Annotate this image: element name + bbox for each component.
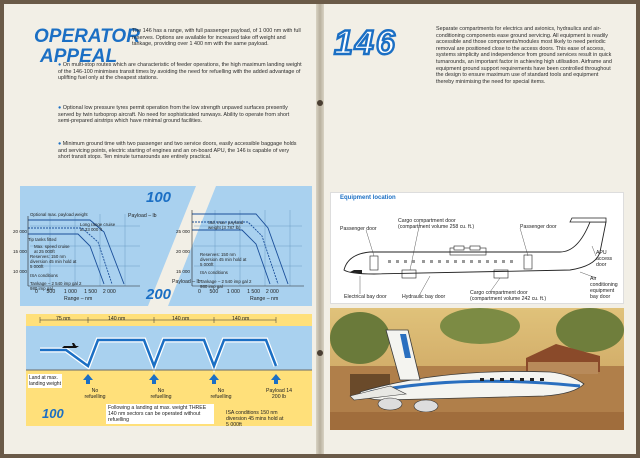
no-refuel-label-3: No refuelling bbox=[210, 388, 232, 400]
tick-label: 25 000 bbox=[175, 229, 190, 234]
tick-label: 2 000 bbox=[102, 289, 116, 295]
refuel-arrow-icons bbox=[83, 374, 281, 384]
bullet-icon: ● bbox=[58, 105, 63, 111]
bullet-icon: ● bbox=[58, 141, 63, 147]
leg-distance-3: 140 nm bbox=[172, 316, 190, 322]
tick-label: 20 000 bbox=[175, 249, 190, 254]
title-appeal: APPEAL bbox=[40, 46, 118, 67]
label-cargo-door-forward: Cargo compartment door (compartment volu… bbox=[398, 218, 475, 230]
route-model-100: 100 bbox=[42, 406, 64, 421]
payload-ticks-left: 20 000 15 000 10 000 bbox=[10, 222, 27, 282]
range-axis-label-left: Range – nm bbox=[64, 296, 93, 302]
payload-end-label: Payload 14 200 lb bbox=[266, 388, 292, 400]
label-apu-door: APU access door bbox=[596, 250, 613, 268]
staple-hole bbox=[317, 100, 323, 106]
payload-ticks-right: 25 000 20 000 15 000 bbox=[173, 222, 190, 282]
leg-distance-4: 140 nm bbox=[232, 316, 250, 322]
isa-label-right: ISA conditions bbox=[200, 270, 228, 275]
tick-label: 20 000 bbox=[12, 229, 27, 234]
tick-label: 1 000 bbox=[63, 289, 77, 295]
std-max-payload-label: Std. max. payload weight (3 787 lb) bbox=[208, 220, 244, 230]
tick-label: 15 000 bbox=[175, 269, 190, 274]
aircraft-illustration bbox=[330, 308, 624, 430]
tick-label: 0 bbox=[198, 289, 201, 295]
tick-label: 10 000 bbox=[12, 269, 27, 274]
tick-label: 1 000 bbox=[226, 289, 240, 295]
no-refuel-label-1: No refuelling bbox=[84, 388, 106, 400]
bullet-paragraph-2: ● Optional low pressure tyres permit ope… bbox=[58, 105, 302, 125]
bullet-text: On multi-stop routes which are character… bbox=[58, 62, 302, 82]
leg-distance-1: 75 nm bbox=[56, 316, 71, 322]
land-max-weight-note: Land at max. landing weight bbox=[28, 374, 62, 388]
bullet-text: Optional low pressure tyres permit opera… bbox=[58, 105, 290, 125]
payload-range-charts bbox=[20, 186, 312, 306]
title-operator: OPERATOR bbox=[34, 26, 140, 47]
label-passenger-door-left: Passenger door bbox=[340, 226, 377, 232]
bullet-paragraph-1: ● On multi-stop routes which are charact… bbox=[58, 62, 302, 82]
bullet-icon: ● bbox=[58, 62, 63, 68]
tick-label: 1 500 bbox=[84, 289, 98, 295]
label-aircon-bay-door: Air conditioning equipment bay door bbox=[590, 276, 618, 300]
airplane-icon bbox=[62, 343, 79, 348]
payload-axis-label-left: Payload – lb bbox=[128, 213, 157, 219]
flight-profile bbox=[26, 317, 312, 384]
bae-146-logo: 146 146 bbox=[328, 23, 438, 63]
bullet-text: Minimum ground time with two passenger a… bbox=[58, 141, 297, 161]
optional-max-label: Optional max. payload weight bbox=[30, 212, 88, 217]
tankage-label-left: Tankage – 2 540 imp gal 2 980 imp gal bbox=[30, 281, 82, 291]
tick-label: 15 000 bbox=[12, 249, 27, 254]
label-hydraulic-bay-door: Hydraulic bay door bbox=[402, 294, 446, 300]
range-ticks-left: 0 500 1 000 1 500 2 000 bbox=[35, 289, 116, 295]
staple-hole bbox=[317, 350, 323, 356]
servicing-paragraph: Separate compartments for electrics and … bbox=[436, 26, 612, 85]
leg-distance-2: 140 nm bbox=[108, 316, 126, 322]
tick-label: 500 bbox=[209, 289, 219, 295]
tick-label: 0 bbox=[35, 289, 38, 295]
max-speed-label: Max. speed cruise at 25 000ft bbox=[34, 244, 70, 254]
sector-info-box: Following a landing at max. weight THREE… bbox=[106, 404, 214, 424]
binding-gutter bbox=[316, 4, 324, 454]
intro-paragraph: The 146 has a range, with full passenger… bbox=[132, 28, 301, 48]
no-refuel-label-2: No refuelling bbox=[150, 388, 172, 400]
label-cargo-door-aft: Cargo compartment door (compartment volu… bbox=[470, 290, 547, 302]
isa-label-left: ISA conditions bbox=[30, 273, 58, 278]
chart-model-200: 200 bbox=[146, 286, 172, 303]
tankage-label-right: Tankage – 2 540 imp gal 2 980 imp gal bbox=[200, 279, 252, 289]
range-axis-label-right: Range – nm bbox=[250, 296, 279, 302]
tip-tanks-label: Tip tanks fitted bbox=[28, 237, 57, 242]
reserves-label-left: Reserves: 150 nm diversion 45 min hold a… bbox=[30, 254, 77, 269]
payload-axis-label-right: Payload – lb bbox=[172, 279, 201, 285]
bullet-paragraph-3: ● Minimum ground time with two passenger… bbox=[58, 141, 302, 161]
reserves-label-right: Reserves: 150 nm diversion 45 min hold a… bbox=[200, 252, 247, 267]
equipment-location-title: Equipment location bbox=[340, 195, 396, 201]
chart-model-100: 100 bbox=[146, 189, 172, 206]
label-passenger-door-right: Passenger door bbox=[520, 224, 557, 230]
aircraft-cutaway bbox=[343, 217, 607, 295]
long-range-label: Long range cruise at 33 000 ft bbox=[80, 222, 116, 232]
isa-route-note: ISA conditions 150 nm diversion 45 mins … bbox=[226, 410, 284, 428]
label-electrical-bay-door: Electrical bay door bbox=[344, 294, 387, 300]
svg-text:146: 146 bbox=[334, 26, 397, 60]
range-ticks-right: 0 500 1 000 1 500 2 000 bbox=[198, 289, 279, 295]
tick-label: 2 000 bbox=[265, 289, 279, 295]
tick-label: 500 bbox=[46, 289, 56, 295]
tick-label: 1 500 bbox=[247, 289, 261, 295]
